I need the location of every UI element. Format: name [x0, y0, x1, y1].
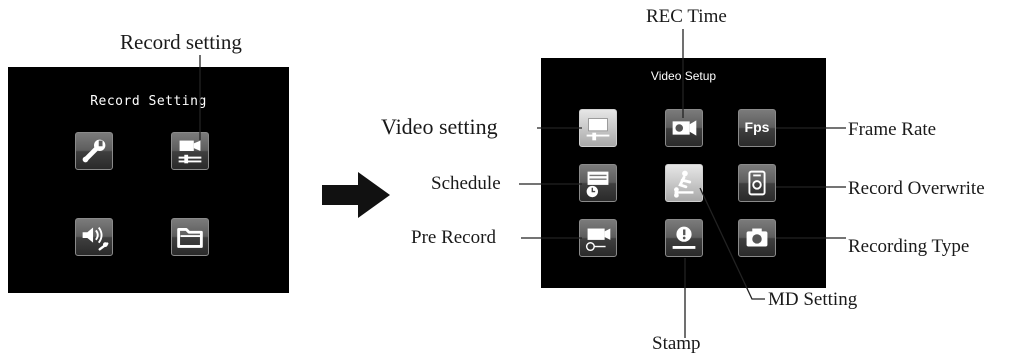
recording-type-icon[interactable]	[738, 219, 776, 257]
screen-title: Record Setting	[90, 94, 207, 109]
callout-frame-rate: Frame Rate	[848, 119, 937, 140]
callout-schedule: Schedule	[431, 173, 501, 194]
md-setting-icon[interactable]	[665, 164, 703, 202]
callout-record-overwrite: Record Overwrite	[848, 178, 985, 199]
callout-rec-time: REC Time	[646, 6, 727, 27]
callout-recording-type: Recording Type	[848, 236, 970, 257]
callout-pre-record: Pre Record	[411, 227, 496, 248]
audio-setting-icon[interactable]	[75, 218, 113, 256]
callout-record-setting: Record setting	[120, 30, 242, 54]
fps-icon[interactable]: Fps	[738, 109, 776, 147]
record-overwrite-icon[interactable]	[738, 164, 776, 202]
fps-icon-text: Fps	[744, 119, 770, 135]
right-arrow-icon	[322, 172, 390, 218]
stamp-icon[interactable]	[665, 219, 703, 257]
screen-title: Video Setup	[650, 69, 717, 83]
schedule-icon[interactable]	[579, 164, 617, 202]
record-setting-screen: Record Setting	[8, 67, 289, 293]
rec-time-icon[interactable]	[665, 109, 703, 147]
wrench-icon[interactable]	[75, 132, 113, 170]
callout-stamp: Stamp	[652, 333, 701, 354]
callout-md-setting: MD Setting	[768, 289, 858, 310]
folder-icon[interactable]	[171, 218, 209, 256]
video-setting-icon[interactable]	[579, 109, 617, 147]
record-setting-icon[interactable]	[171, 132, 209, 170]
video-setup-screen: Video Setup Fps	[541, 58, 826, 288]
callout-video-setting: Video setting	[381, 114, 498, 139]
pre-record-icon[interactable]	[579, 219, 617, 257]
